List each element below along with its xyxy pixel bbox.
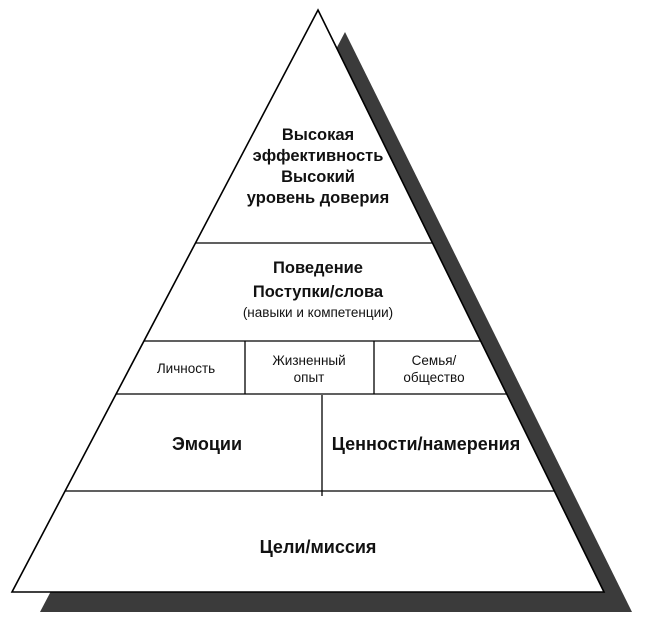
values-intentions-label: Ценности/намерения (332, 434, 520, 454)
behavior-line2: Поступки/слова (253, 283, 384, 301)
factor-family-line1: Семья/ (412, 353, 457, 368)
factor-experience-line1: Жизненный (272, 353, 345, 368)
top-level-line1: Высокая (282, 126, 354, 144)
top-level-line3: Высокий (281, 168, 355, 186)
factor-family-line2: общество (403, 370, 464, 385)
goals-mission-label: Цели/миссия (260, 537, 377, 557)
pyramid-outline (10, 8, 606, 593)
top-level-line4: уровень доверия (247, 189, 389, 207)
behavior-line1: Поведение (273, 259, 363, 277)
top-level-line2: эффективность (253, 147, 384, 165)
behavior-line3: (навыки и компетенции) (243, 305, 393, 320)
emotions-label: Эмоции (172, 434, 242, 454)
factor-experience-line2: опыт (294, 370, 325, 385)
factor-personality-label: Личность (157, 361, 215, 376)
